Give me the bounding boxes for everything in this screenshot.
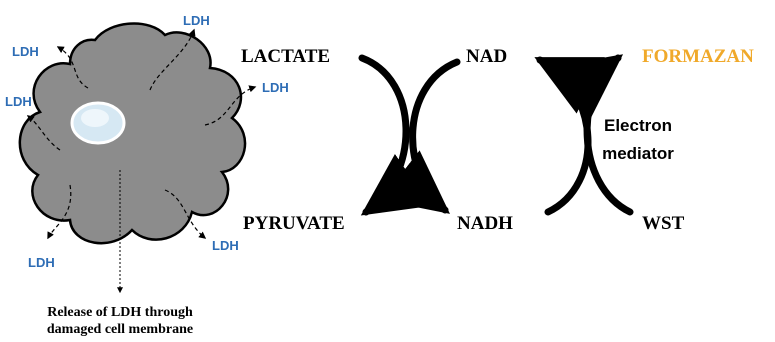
arrow-wst-to-formazan [587, 58, 630, 212]
cell-caption: Release of LDH through damaged cell memb… [47, 305, 193, 337]
caption-line-1: Release of LDH through [47, 305, 193, 320]
formazan-label: FORMAZAN [642, 46, 754, 67]
reaction-arrows [362, 58, 630, 212]
mediator-line-1: Electron [604, 116, 672, 135]
ldh-label-right: LDH [262, 80, 289, 95]
ldh-label-bottom-left: LDH [28, 255, 55, 270]
electron-mediator-label: Electron mediator [602, 116, 674, 163]
ldh-label-top-left: LDH [12, 44, 39, 59]
pyruvate-label: PYRUVATE [243, 213, 345, 234]
ldh-label-left: LDH [5, 94, 32, 109]
reaction-labels: LACTATE PYRUVATE NAD NADH WST FORMAZAN [241, 46, 754, 234]
arrow-nadh-to-nad [540, 60, 588, 212]
arrow-nad-to-nadh [413, 62, 457, 210]
ldh-label-bottom-right: LDH [212, 238, 239, 253]
cell-body [20, 24, 245, 244]
ldh-label-top-right: LDH [183, 13, 210, 28]
lactate-label: LACTATE [241, 46, 330, 67]
caption-line-2: damaged cell membrane [47, 322, 193, 337]
nad-label: NAD [466, 46, 507, 67]
arrow-lactate-to-pyruvate [362, 58, 406, 212]
nucleus-highlight [81, 109, 109, 127]
mediator-line-2: mediator [602, 144, 674, 163]
nadh-label: NADH [457, 213, 513, 234]
wst-label: WST [642, 213, 685, 234]
